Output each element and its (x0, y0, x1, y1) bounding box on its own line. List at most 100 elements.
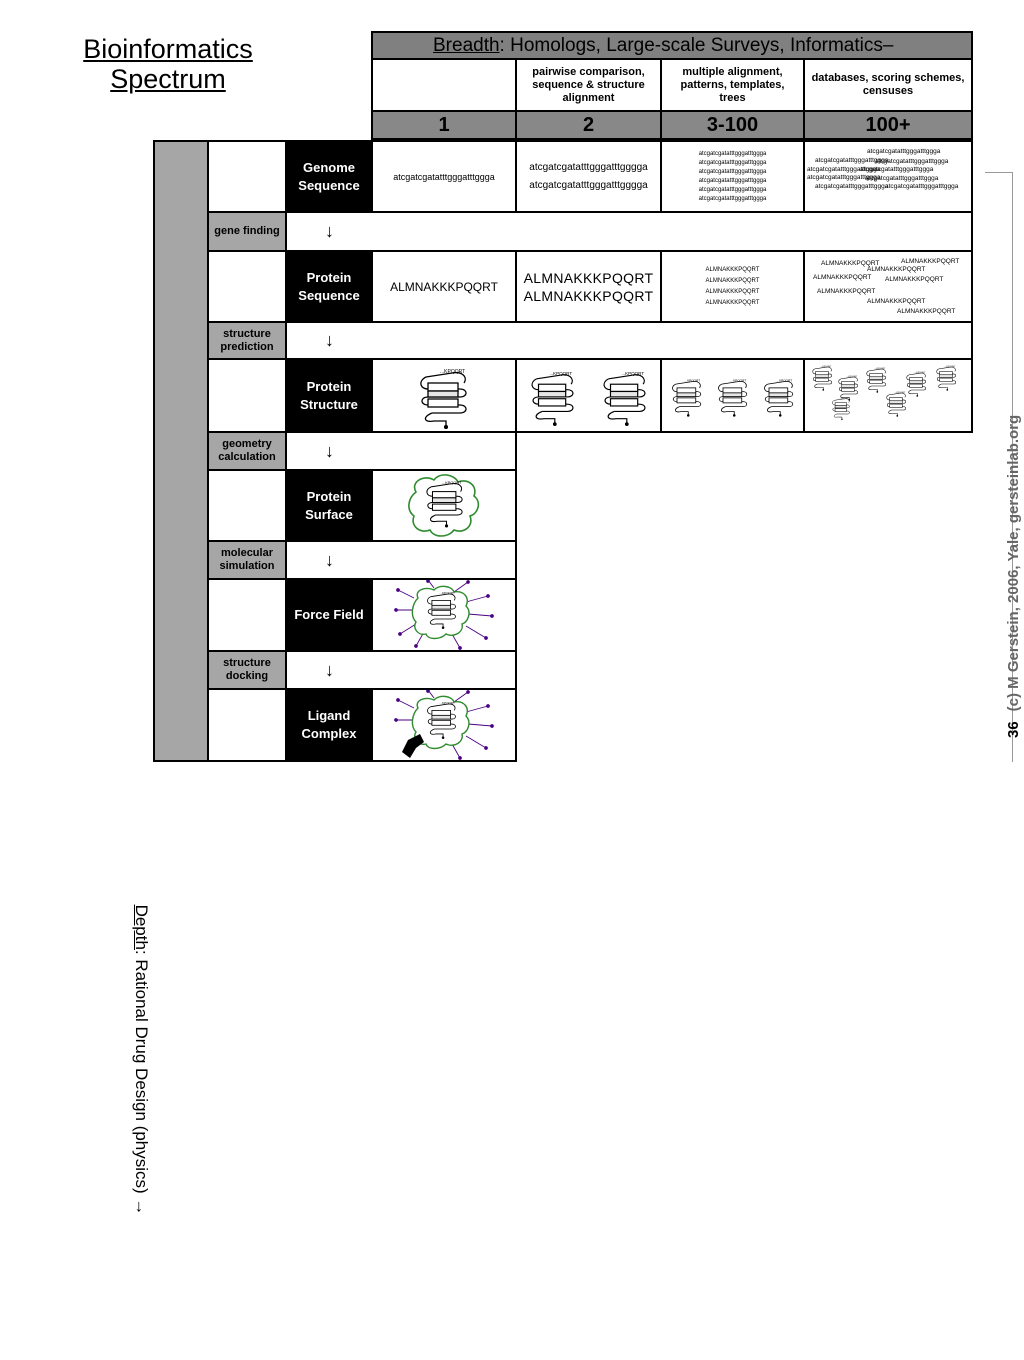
dna-sequence: atcgatcgatatttgggatttggga (815, 183, 889, 190)
protein-sequence: ALMNAKKKPQQRT (867, 266, 926, 273)
force-field-icon (394, 580, 494, 650)
protein-sequence: ALMNAKKKPQQRT (705, 266, 760, 273)
dna-sequence: atcgatcgatatttgggatttggga (865, 175, 939, 182)
stage-ligand-complex: Ligand Complex (285, 688, 373, 762)
blank-cell (207, 469, 287, 542)
column-count-3: 3-100 (660, 110, 805, 140)
blank-cell (207, 250, 287, 323)
column-header-2: pairwise comparison, sequence & structur… (515, 58, 662, 112)
depth-label: Depth: Rational Drug Design (physics) → (132, 904, 151, 1216)
dna-sequence: atcgatcgatatttgggatttggga (698, 150, 767, 157)
arrow-row: ↓ (285, 431, 517, 471)
page-number: 36 (1005, 721, 1022, 738)
blank-cell (207, 578, 287, 652)
page-title: Bioinformatics Spectrum (48, 34, 288, 94)
step-structure-docking: structure docking (207, 650, 287, 690)
column-count-4: 100+ (803, 110, 973, 140)
title-line-2: Spectrum (110, 64, 226, 94)
arrow-row: ↓ (285, 321, 973, 360)
dna-sequence: atcgatcgatatttgggatttggga (807, 174, 881, 181)
dna-sequence: atcgatcgatatttgggatttggga (698, 159, 767, 166)
dna-sequence: atcgatcgatatttgggatttggga (885, 183, 959, 190)
dna-sequence: atcgatcgatatttgggatttgggga (529, 179, 648, 191)
protein-structure-icon (602, 370, 646, 426)
dna-sequence: atcgatcgatatttgggatttggga (393, 171, 495, 182)
dna-sequence: atcgatcgatatttgggatttggga (875, 158, 949, 165)
protein-col-2: ALMNAKKKPQQRT ALMNAKKKPQQRT (515, 250, 662, 323)
down-arrow-icon: ↓ (325, 221, 334, 241)
protein-col-4: ALMNAKKKPQQRT ALMNAKKKPQQRT ALMNAKKKPQQR… (803, 250, 973, 323)
step-geometry-calculation: geometry calculation (207, 431, 287, 471)
breadth-description: : Homologs, Large-scale Surveys, Informa… (499, 35, 894, 56)
structure-col-3 (660, 358, 805, 433)
step-molecular-simulation: molecular simulation (207, 540, 287, 580)
down-arrow-icon: ↓ (325, 330, 334, 350)
column-header-4: databases, scoring schemes, censuses (803, 58, 973, 112)
arrow-row: ↓ (285, 650, 517, 690)
structure-col-1 (371, 358, 517, 433)
down-arrow-icon: ↓ (325, 549, 334, 570)
stage-force-field: Force Field (285, 578, 373, 652)
forcefield-col-1 (371, 578, 517, 652)
protein-sequence: ALMNAKKKPQQRT (897, 308, 956, 315)
structure-col-4 (803, 358, 973, 433)
protein-sequence: ALMNAKKKPQQRT (705, 277, 760, 284)
dna-sequence: atcgatcgatatttgggatttggga (867, 148, 941, 155)
protein-structure-icon (671, 377, 701, 417)
protein-sequence: ALMNAKKKPQQRT (523, 269, 654, 286)
stage-genome-sequence: Genome Sequence (285, 140, 373, 213)
protein-sequence: ALMNAKKKPQQRT (867, 298, 926, 305)
protein-sequence: ALMNAKKKPQQRT (813, 274, 872, 281)
genome-col-2: atcgatcgatatttgggatttgggga atcgatcgatatt… (515, 140, 662, 213)
dna-sequence: atcgatcgatatttgggatttggga (860, 166, 934, 173)
genome-col-1: atcgatcgatatttgggatttggga (371, 140, 517, 213)
genome-col-4: atcgatcgatatttgggatttggga atcgatcgatattt… (803, 140, 973, 213)
depth-bar (153, 140, 209, 762)
dna-sequence: atcgatcgatatttgggatttggga (698, 186, 767, 193)
protein-structure-icon (763, 377, 793, 417)
dna-sequence: atcgatcgatatttgggatttggga (698, 168, 767, 175)
dna-sequence: atcgatcgatatttgggatttgggga (529, 161, 648, 173)
protein-sequence: ALMNAKKKPQQRT (523, 287, 654, 304)
protein-sequence: ALMNAKKKPQQRT (821, 260, 880, 267)
column-count-1: 1 (371, 110, 517, 140)
protein-structure-icon (420, 367, 467, 429)
side-divider-tick (985, 172, 1013, 173)
blank-cell (207, 140, 287, 213)
copyright-credit: 36(c) M Gerstein, 2006, Yale, gersteinla… (1005, 414, 1022, 738)
protein-sequence: ALMNAKKKPQQRT (901, 258, 960, 265)
ligand-complex-icon (394, 690, 494, 760)
protein-structure-cluster-icon (812, 365, 957, 420)
breadth-label: Breadth (433, 35, 500, 56)
protein-structure-icon (530, 370, 574, 426)
stage-protein-surface: Protein Surface (285, 469, 373, 542)
column-count-2: 2 (515, 110, 662, 140)
protein-structure-icon (717, 377, 747, 417)
blank-cell (207, 358, 287, 433)
protein-sequence: ALMNAKKKPQQRT (390, 279, 498, 294)
structure-col-2 (515, 358, 662, 433)
arrow-row: ↓ (285, 211, 973, 252)
protein-sequence: ALMNAKKKPQQRT (817, 288, 876, 295)
protein-sequence: ALMNAKKKPQQRT (885, 276, 944, 283)
protein-surface-icon (408, 473, 480, 537)
protein-sequence: ALMNAKKKPQQRT (705, 299, 760, 306)
column-header-3: multiple alignment, patterns, templates,… (660, 58, 805, 112)
side-divider (1012, 172, 1013, 762)
genome-col-3: atcgatcgatatttgggatttggga atcgatcgatattt… (660, 140, 805, 213)
breadth-header: Breadth: Homologs, Large-scale Surveys, … (371, 31, 973, 60)
step-structure-prediction: structure prediction (207, 321, 287, 360)
title-line-1: Bioinformatics (83, 34, 253, 64)
down-arrow-icon: ↓ (325, 659, 334, 680)
protein-col-3: ALMNAKKKPQQRT ALMNAKKKPQQRT ALMNAKKKPQQR… (660, 250, 805, 323)
down-arrow-icon: ↓ (325, 440, 334, 461)
dna-sequence: atcgatcgatatttgggatttggga (807, 166, 881, 173)
protein-col-1: ALMNAKKKPQQRT (371, 250, 517, 323)
blank-cell (207, 688, 287, 762)
dna-sequence: atcgatcgatatttgggatttggga (815, 157, 889, 164)
stage-protein-sequence: Protein Sequence (285, 250, 373, 323)
stage-protein-structure: Protein Structure (285, 358, 373, 433)
column-header-1 (371, 58, 517, 112)
arrow-row: ↓ (285, 540, 517, 580)
dna-sequence: atcgatcgatatttgggatttggga (698, 195, 767, 202)
